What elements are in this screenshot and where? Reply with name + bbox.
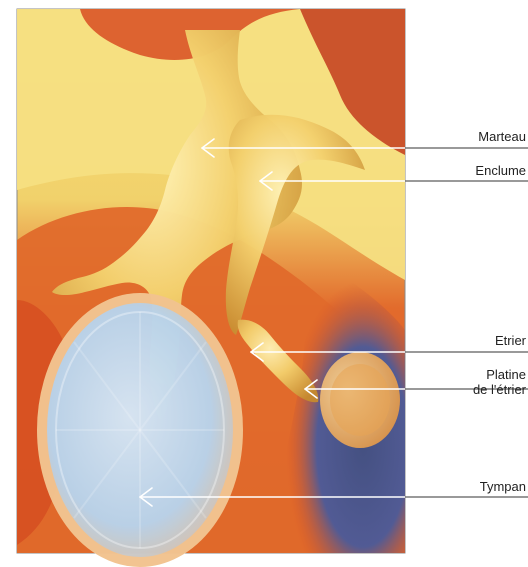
leader-lines-outside xyxy=(405,148,528,497)
label-enclume-text: Enclume xyxy=(475,163,526,178)
label-tympan-text: Tympan xyxy=(480,479,526,494)
label-tympan: Tympan xyxy=(480,479,526,494)
illustration-frame xyxy=(17,9,405,562)
label-marteau-text: Marteau xyxy=(478,129,526,144)
label-enclume: Enclume xyxy=(475,163,526,178)
label-etrier: Etrier xyxy=(495,333,526,348)
label-platine-line1: Platine xyxy=(473,367,526,382)
label-marteau: Marteau xyxy=(478,129,526,144)
label-platine: Platine de l'étrier xyxy=(473,367,526,397)
label-etrier-text: Etrier xyxy=(495,333,526,348)
label-platine-line2: de l'étrier xyxy=(473,382,526,397)
